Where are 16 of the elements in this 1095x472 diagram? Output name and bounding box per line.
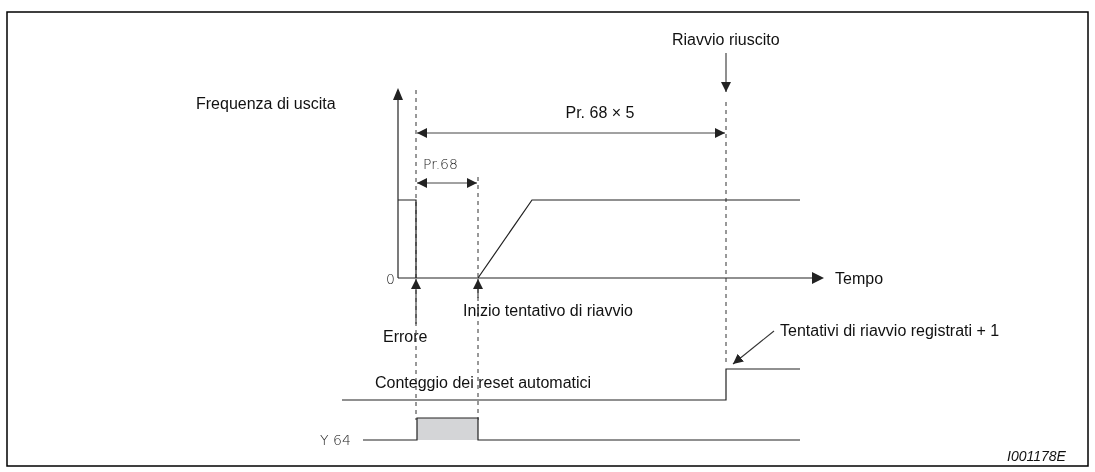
annotation-text: Tentativi di riavvio registrati + 1 (780, 322, 1000, 340)
signal-label: Y 64 (320, 431, 351, 449)
annotation-text: Errore (383, 328, 428, 346)
signal-label: Conteggio dei reset automatici (375, 374, 592, 392)
annotation-text: Inizio tentativo di riavvio (463, 302, 633, 320)
annotation-text: Riavvio riuscito (672, 31, 780, 49)
arrow (473, 278, 483, 299)
arrow (411, 278, 421, 325)
arrow (721, 52, 731, 93)
dimension-label: Pr. 68 × 5 (565, 104, 635, 122)
dimension-label: Pr.68 (423, 155, 458, 173)
time-axis (397, 272, 824, 284)
figure-id: I001178E (1007, 447, 1066, 465)
axis-tick-label: 0 (386, 270, 395, 288)
axis-label: Frequenza di uscita (196, 95, 336, 113)
arrow (732, 330, 775, 365)
